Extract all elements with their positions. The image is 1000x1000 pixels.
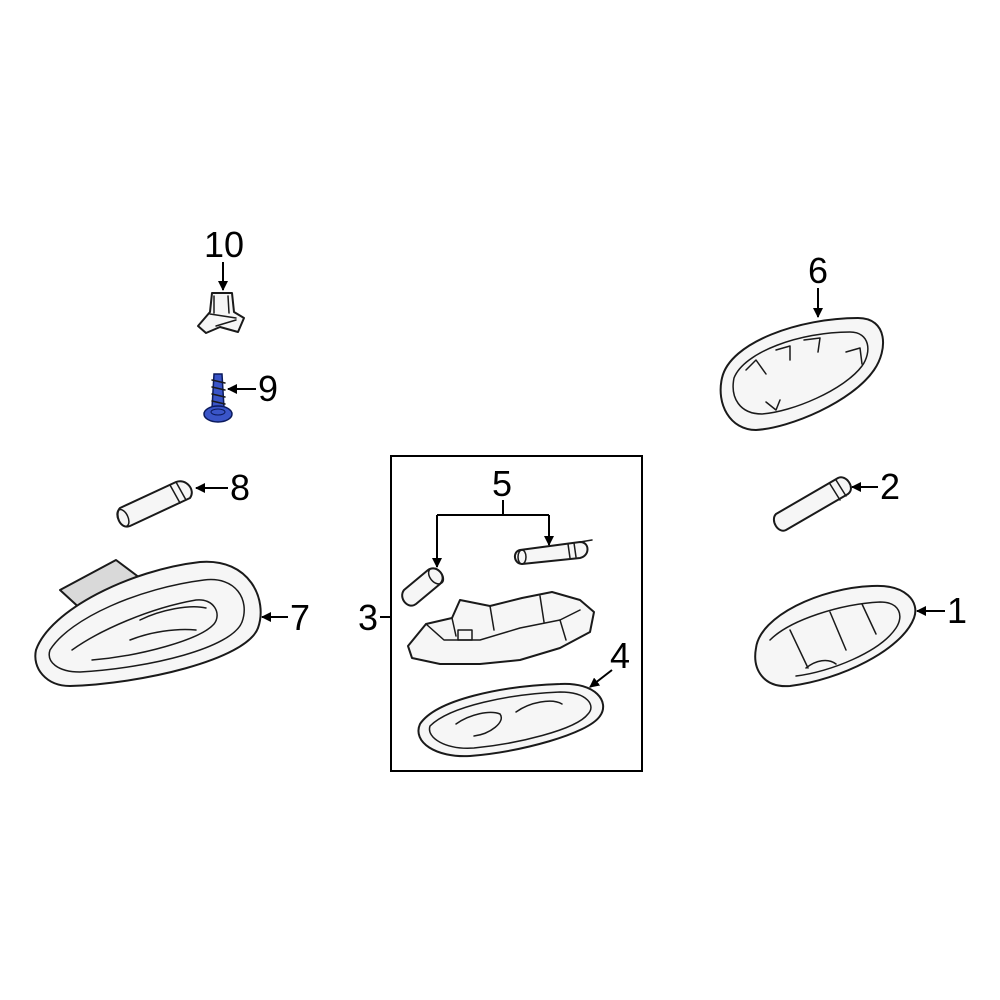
callout-2: 2 bbox=[880, 466, 900, 507]
part-4-lens[interactable] bbox=[417, 682, 605, 758]
part-8-bulb[interactable] bbox=[115, 480, 193, 528]
callout-5: 5 bbox=[492, 463, 512, 504]
part-5-bulb-right[interactable] bbox=[514, 539, 593, 565]
callout-8: 8 bbox=[230, 467, 250, 508]
callout-4: 4 bbox=[610, 635, 630, 676]
part-1-lens[interactable] bbox=[754, 584, 917, 688]
part-9-screw[interactable] bbox=[203, 373, 233, 423]
callout-5-bracket bbox=[437, 500, 549, 516]
screw-head bbox=[203, 405, 233, 423]
assembly-3-box bbox=[390, 455, 643, 772]
part-5-bulb-left[interactable] bbox=[401, 565, 446, 607]
part-7-dome-lamp[interactable] bbox=[34, 559, 262, 687]
callout-4-leader bbox=[589, 669, 613, 688]
part-6-bezel[interactable] bbox=[719, 317, 885, 431]
callout-1: 1 bbox=[947, 590, 967, 631]
callout-3: 3 bbox=[358, 597, 378, 638]
callout-9: 9 bbox=[258, 368, 278, 409]
callout-10: 10 bbox=[204, 224, 244, 265]
part-3-housing[interactable] bbox=[407, 591, 595, 665]
callout-7: 7 bbox=[290, 597, 310, 638]
callout-6: 6 bbox=[808, 250, 828, 291]
part-10-clip[interactable] bbox=[197, 292, 245, 334]
part-2-bulb[interactable] bbox=[772, 476, 852, 532]
